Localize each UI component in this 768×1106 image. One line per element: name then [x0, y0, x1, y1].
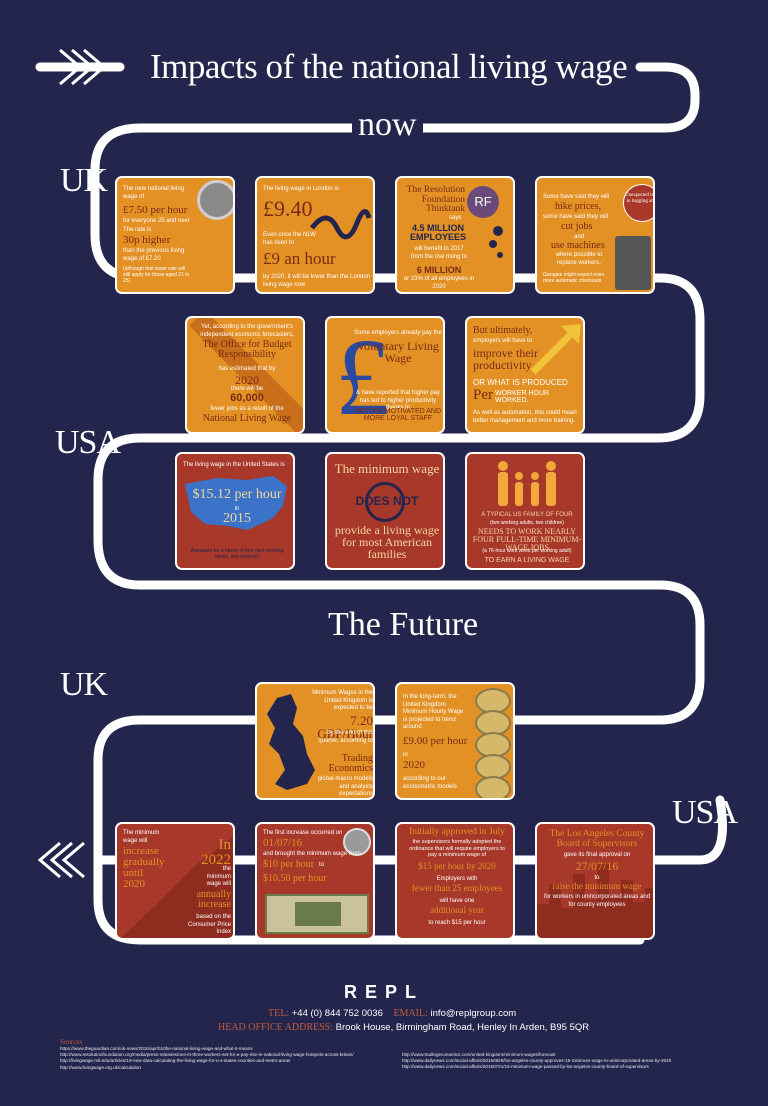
card-july-approval: Initially approved in July the superviso… — [395, 822, 515, 940]
card-prices: Unexpected item in bagging area Some hav… — [535, 176, 655, 294]
card-resolution-foundation: RF The Resolution Foundation Thinktank s… — [395, 176, 515, 294]
coin-icon — [343, 828, 371, 856]
address-value: Brook House, Birmingham Road, Henley In … — [335, 1022, 590, 1033]
card-obr: Yet, according to the government's indep… — [185, 316, 305, 434]
does-not-badge: DOES NOT — [355, 494, 419, 508]
source-link[interactable]: http://www.dailynews.com/social-affairs/… — [402, 1064, 649, 1070]
family-icon — [498, 461, 556, 506]
pencil-icon — [189, 318, 303, 432]
tel-label: TEL: — [268, 1008, 290, 1019]
rising-steps-icon — [121, 837, 233, 938]
sources-right: http://www.tradingeconomics.com/united-k… — [402, 1052, 671, 1071]
section-future: The Future — [322, 606, 485, 644]
sources-left: https://www.theguardian.com/uk-news/2016… — [60, 1046, 354, 1071]
dot-icon — [493, 226, 503, 236]
usa-map-icon — [185, 476, 287, 530]
card-productivity: But ultimately, employers will have to i… — [465, 316, 585, 434]
dollar-bill-icon — [265, 894, 369, 934]
region-uk-now: UK — [60, 162, 108, 199]
email-value[interactable]: info@replgroup.com — [430, 1008, 517, 1019]
card-london: The living wage in London is £9.40 Even … — [255, 176, 375, 294]
card-uk-long-term: In the long-term, the United Kingdom Min… — [395, 682, 515, 800]
dot-icon — [497, 252, 503, 258]
sources-label: Sources — [60, 1038, 83, 1046]
source-link[interactable]: http://www.tradingeconomics.com/united-k… — [402, 1052, 556, 1057]
arrow-up-icon — [530, 324, 581, 375]
rf-logo: RF — [467, 186, 499, 218]
card-gradual: The minimum wage will increase gradually… — [115, 822, 235, 940]
contact-line: TEL: +44 (0) 844 752 0036 EMAIL: info@re… — [268, 1008, 516, 1019]
checkout-machine-icon — [615, 236, 651, 290]
coin-icon — [197, 180, 233, 220]
region-usa-now: USA — [55, 424, 121, 461]
page-title: Impacts of the national living wage — [150, 47, 628, 86]
email-label: EMAIL: — [393, 1008, 428, 1019]
region-uk-future: UK — [60, 666, 108, 703]
thames-icon — [310, 209, 372, 240]
unexpected-item-badge: Unexpected item in bagging area — [623, 184, 653, 222]
source-link[interactable]: http://www.livingwage.org.uk/calculation — [60, 1064, 141, 1070]
card-first-increase: The first increase occurred on 01/07/16 … — [255, 822, 375, 940]
card-uk-future: Minimum Wages in the United Kingdom is e… — [255, 682, 375, 800]
coin-stack-icon — [475, 688, 511, 798]
source-link[interactable]: http://www.dailynews.com/social-affairs/… — [402, 1058, 672, 1064]
address-line: HEAD OFFICE ADDRESS: Brook House, Birmin… — [218, 1022, 589, 1033]
no-sign-icon — [365, 482, 405, 522]
card-voluntary: £ Some employers already pay the Volunta… — [325, 316, 445, 434]
pound-sign-icon: £ — [335, 316, 390, 434]
region-usa-future: USA — [672, 794, 738, 831]
card-uk-rate: The new national living wage of £7.50 pe… — [115, 176, 235, 294]
city-skyline-icon — [537, 864, 653, 938]
address-label: HEAD OFFICE ADDRESS: — [218, 1022, 334, 1033]
card-us-wage: The living wage in the United States is … — [175, 452, 295, 570]
uk-map-icon — [267, 694, 315, 790]
source-link[interactable]: http://www.resolutionfoundation.org/medi… — [60, 1052, 354, 1058]
repl-logo: REPL — [344, 982, 425, 1002]
section-now: now — [352, 106, 423, 144]
source-link[interactable]: http://livingwage.mit.edu/articles/19-ne… — [60, 1058, 291, 1064]
tel-value[interactable]: +44 (0) 844 752 0036 — [291, 1008, 383, 1019]
card-la-county: The Los Angeles County Board of Supervis… — [535, 822, 655, 940]
card-min-wage: The minimum wage DOES NOT provide a livi… — [325, 452, 445, 570]
card-family: A TYPICAL US FAMILY OF FOUR (two working… — [465, 452, 585, 570]
dot-icon — [489, 240, 497, 248]
source-link[interactable]: https://www.theguardian.com/uk-news/2016… — [60, 1046, 253, 1051]
